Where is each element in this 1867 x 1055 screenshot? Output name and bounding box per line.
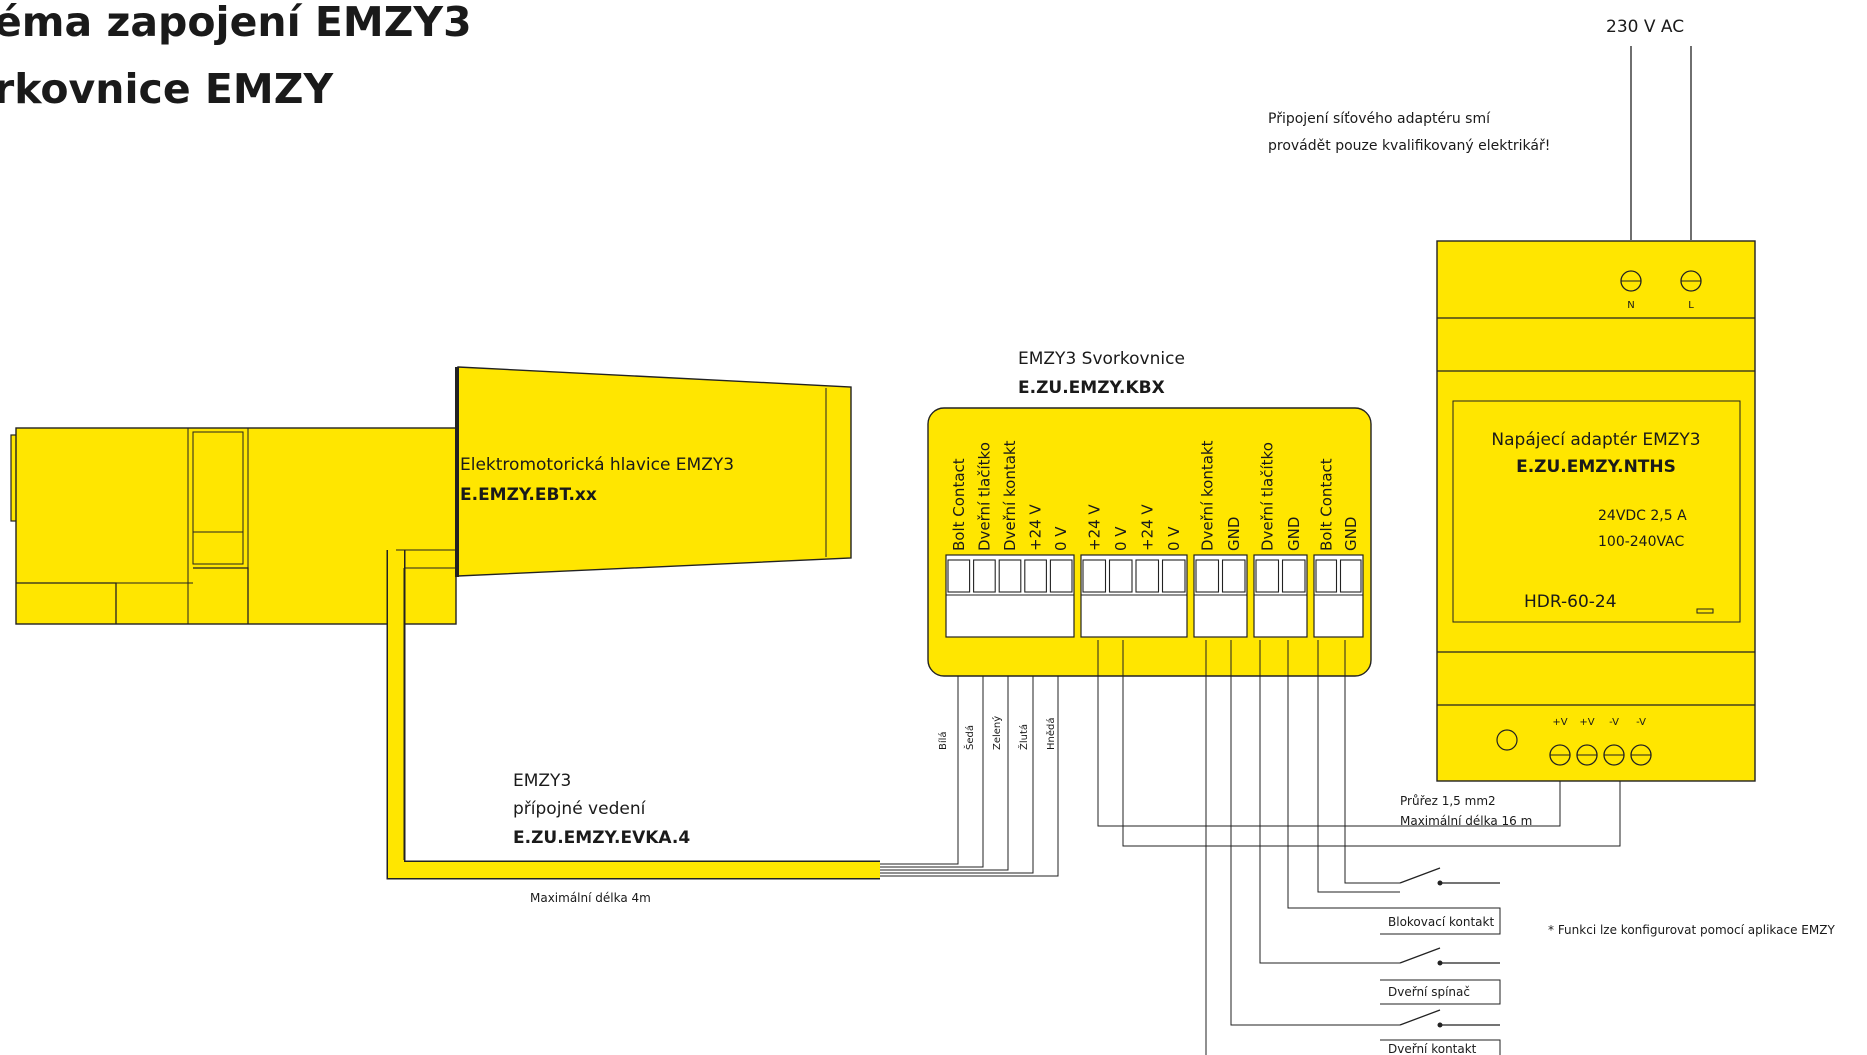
terminal-screw-slot (1281, 559, 1306, 593)
terminal-label: GND (1225, 517, 1243, 551)
cylinder-code: E.EMZY.EBT.xx (460, 485, 597, 505)
wire-color-green: Zelený (991, 716, 1003, 750)
cable-max-length: Maximální délka 4m (530, 891, 651, 905)
terminal-screw-slot (1221, 559, 1246, 593)
terminal-block-name: EMZY3 Svorkovnice (1018, 349, 1185, 369)
terminal-screw-slot (998, 559, 1022, 593)
switch-icon (1399, 1009, 1500, 1026)
switch-icon (1399, 947, 1500, 964)
motor-head (455, 366, 852, 577)
wire-color-white: Bílá (937, 731, 949, 750)
contact-label-door-switch: Dveřní spínač (1388, 985, 1470, 999)
terminal-screw-slot (1024, 559, 1047, 593)
diagram-title-line2: rkovnice EMZY (0, 65, 334, 113)
output-terminal-label: -V (1636, 717, 1646, 728)
contact-wires (1205, 640, 1400, 1055)
mains-label: 230 V AC (1606, 17, 1684, 37)
terminal-screw-slot (1108, 559, 1133, 593)
terminal-label: GND (1285, 517, 1303, 551)
terminal-label: Dveřní tlačítko (1258, 442, 1276, 551)
footnote: * Funkci lze konfigurovat pomocí aplikac… (1548, 923, 1835, 937)
output-terminal-label: +V (1552, 717, 1567, 728)
cable-wires (880, 640, 1059, 877)
psu-model: HDR-60-24 (1524, 592, 1617, 612)
terminal-labels: Bolt Contact Dveřní tlačítko Dveřní kontak… (950, 440, 1360, 551)
power-cable-cross-section: Průřez 1,5 mm2 (1400, 794, 1496, 808)
terminal-screw-slot (1315, 559, 1338, 593)
psu-spec-dc: 24VDC 2,5 A (1598, 508, 1687, 524)
terminal-label: 0 V (1112, 526, 1130, 551)
terminal-screw-slot (973, 559, 996, 593)
wire-color-brown: Hnědá (1045, 718, 1057, 751)
terminal-label: +24 V (1138, 504, 1156, 551)
cylinder-name: Elektromotorická hlavice EMZY3 (460, 455, 734, 475)
mains-warning-line1: Připojení síťového adaptéru smí (1268, 111, 1491, 127)
terminal-label: 0 V (1165, 526, 1183, 551)
terminal-screw-slot (1049, 559, 1073, 593)
contact-label-boxes (1380, 907, 1501, 1055)
terminal-label: Dveřní kontakt (1001, 440, 1019, 551)
cable-code: E.ZU.EMZY.EVKA.4 (513, 828, 690, 848)
output-terminal-label: -V (1609, 717, 1619, 728)
terminal-label: +24 V (1085, 504, 1103, 551)
psu-spec-ac: 100-240VAC (1598, 534, 1685, 550)
output-terminal-label: +V (1579, 717, 1594, 728)
wire-color-yellow: Žlutá (1017, 724, 1030, 750)
diagram-title-line1: éma zapojení EMZY3 (0, 0, 472, 46)
switch-icon (1399, 867, 1500, 884)
cable-subtitle: přípojné vedení (513, 799, 647, 819)
terminal-block-code: E.ZU.EMZY.KBX (1018, 378, 1165, 398)
psu-code: E.ZU.EMZY.NTHS (1516, 457, 1676, 477)
terminal-label: Bolt Contact (1317, 458, 1335, 551)
contact-label-blocking: Blokovací kontakt (1388, 915, 1494, 929)
terminal-label: 0 V (1052, 526, 1070, 551)
psu-name: Napájecí adaptér EMZY3 (1491, 430, 1700, 450)
cable-title: EMZY3 (513, 771, 571, 791)
psu-input-terminals (1620, 270, 1702, 292)
terminal-screw-slot (1255, 559, 1280, 593)
terminal-screw-slot (1161, 559, 1186, 593)
psu-output-terminals (1549, 744, 1652, 766)
lock-cylinder (10, 427, 457, 625)
led-indicator (1496, 729, 1518, 751)
terminal-n-label: N (1627, 300, 1634, 311)
terminal-screw-slot (1339, 559, 1362, 593)
wire-color-grey: Šedá (963, 725, 976, 750)
power-supply (1436, 240, 1756, 782)
terminal-screw-slot (947, 559, 971, 593)
terminal-groups (945, 554, 1364, 638)
connection-cable (386, 549, 880, 880)
terminal-screw-slot (1195, 559, 1220, 593)
contact-label-door-contact: Dveřní kontakt (1388, 1042, 1477, 1055)
terminal-screw-slot (1082, 559, 1107, 593)
terminal-label: Dveřní tlačítko (975, 442, 993, 551)
terminal-l-label: L (1688, 300, 1694, 311)
power-cable-max-length: Maximální délka 16 m (1400, 814, 1532, 828)
terminal-label: +24 V (1027, 504, 1045, 551)
terminal-label: Dveřní kontakt (1198, 440, 1216, 551)
mains-warning-line2: provádět pouze kvalifikovaný elektrikář! (1268, 138, 1550, 154)
terminal-label: GND (1342, 517, 1360, 551)
terminal-screw-slot (1135, 559, 1160, 593)
terminal-label: Bolt Contact (950, 458, 968, 551)
power-wires (1097, 640, 1621, 847)
contact-switches (1399, 867, 1500, 1028)
